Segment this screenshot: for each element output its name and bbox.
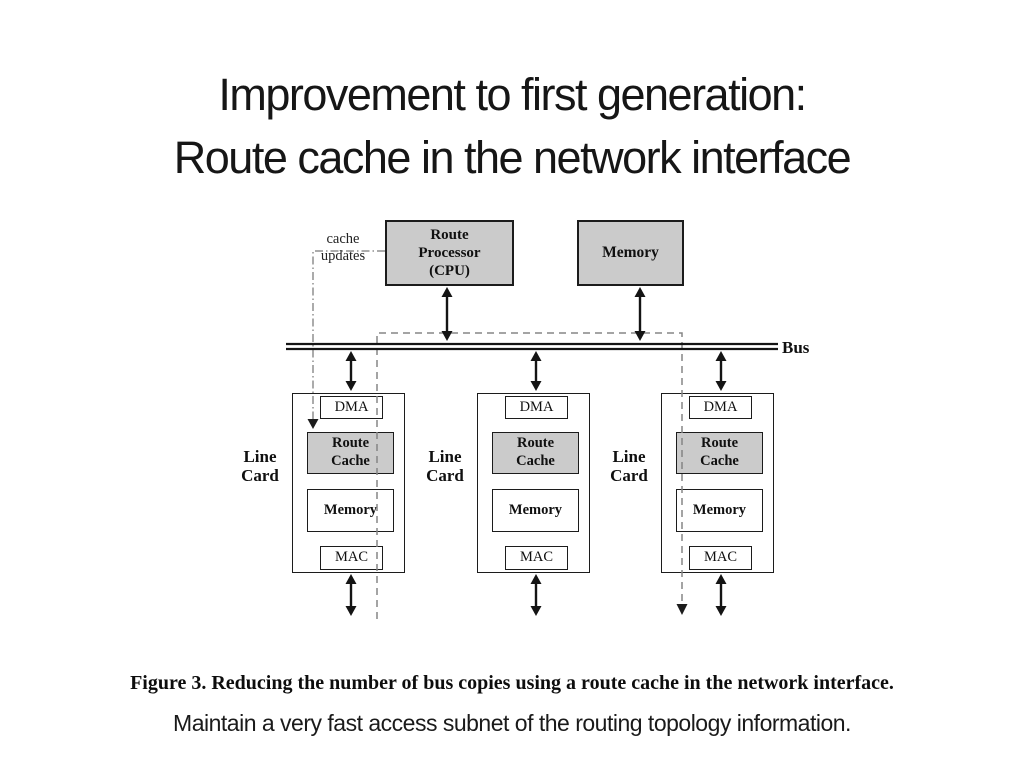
line-card-3-route-cache-line1: Route [700, 435, 739, 451]
line-card-2-dma-box: DMA [505, 396, 568, 419]
line-card-3-route-cache-box: Route Cache [676, 432, 763, 474]
arrowhead-down-icon [634, 331, 646, 341]
line-card-2-label: Line Card [419, 447, 471, 485]
arrow-mac-external-card3 [715, 574, 727, 616]
arrowhead-up-icon [715, 574, 727, 584]
line-card-1-mac-box: MAC [320, 546, 383, 570]
packet-path-arrowhead-icon [676, 604, 688, 615]
line-card-3-mac-box: MAC [689, 546, 752, 570]
line-card-3-label-line1: Line [612, 447, 646, 466]
arrowhead-down-icon [345, 381, 357, 391]
line-card-1-route-cache-box: Route Cache [307, 432, 394, 474]
line-card-3-route-cache-line2: Cache [700, 453, 739, 469]
arrow-bus-dma-card1 [345, 351, 357, 391]
line-card-1-route-cache-line2: Cache [331, 453, 370, 469]
arrow-bus-dma-card2 [530, 351, 542, 391]
line-card-2-route-cache-line1: Route [516, 435, 555, 451]
line-card-2-mac-box: MAC [505, 546, 568, 570]
cache-updates-label: cache updates [314, 231, 372, 264]
arrow-mac-external-card2 [530, 574, 542, 616]
route-processor-box: Route Processor (CPU) [385, 220, 514, 286]
arrowhead-up-icon [530, 351, 542, 361]
arrow-mac-external-card1 [345, 574, 357, 616]
line-card-2-route-cache-box: Route Cache [492, 432, 579, 474]
line-card-1-label-line2: Card [241, 466, 279, 485]
route-processor-label-line2: Processor [418, 245, 481, 261]
line-card-1: DMA Route Cache Memory MAC [292, 393, 405, 573]
route-processor-label-line3: (CPU) [429, 263, 470, 279]
arrowhead-down-icon [530, 381, 542, 391]
line-card-1-label: Line Card [234, 447, 286, 485]
slide-title-line1: Improvement to first generation: [218, 69, 807, 121]
line-card-1-memory-box: Memory [307, 489, 394, 532]
cache-updates-label-line2: updates [320, 247, 366, 264]
arrowhead-down-icon [441, 331, 453, 341]
arrowhead-up-icon [530, 574, 542, 584]
arrowhead-down-icon [345, 606, 357, 616]
arrowhead-up-icon [634, 287, 646, 297]
arrowhead-down-icon [715, 381, 727, 391]
arrow-memory-bus [634, 287, 646, 341]
cache-updates-label-line1: cache [326, 231, 360, 247]
line-card-3-memory-box: Memory [676, 489, 763, 532]
line-card-2-label-line2: Card [426, 466, 464, 485]
arrow-bus-dma-card3 [715, 351, 727, 391]
arrowhead-up-icon [715, 351, 727, 361]
line-card-1-route-cache-line1: Route [331, 435, 370, 451]
line-card-3-label-line2: Card [610, 466, 648, 485]
line-card-2-route-cache-line2: Cache [516, 453, 555, 469]
arrowhead-down-icon [715, 606, 727, 616]
line-card-1-label-line1: Line [243, 447, 277, 466]
bus-label: Bus [782, 338, 810, 357]
arrowhead-up-icon [345, 574, 357, 584]
arrowhead-up-icon [441, 287, 453, 297]
line-card-2-label-line1: Line [428, 447, 462, 466]
arrowhead-up-icon [345, 351, 357, 361]
line-card-3: DMA Route Cache Memory MAC [661, 393, 774, 573]
shared-memory-box: Memory [577, 220, 684, 286]
slide-title-line2: Route cache in the network interface [173, 132, 852, 184]
arrow-cpu-bus [441, 287, 453, 341]
line-card-3-dma-box: DMA [689, 396, 752, 419]
line-card-3-label: Line Card [603, 447, 655, 485]
figure-caption: Figure 3. Reducing the number of bus cop… [130, 672, 894, 694]
line-card-2-memory-box: Memory [492, 489, 579, 532]
slide-title: Improvement to first generation: Route c… [0, 63, 1024, 189]
route-processor-label-line1: Route [430, 227, 469, 243]
line-card-1-dma-box: DMA [320, 396, 383, 419]
slide-footnote: Maintain a very fast access subnet of th… [173, 710, 851, 736]
arrowhead-down-icon [530, 606, 542, 616]
line-card-2: DMA Route Cache Memory MAC [477, 393, 590, 573]
